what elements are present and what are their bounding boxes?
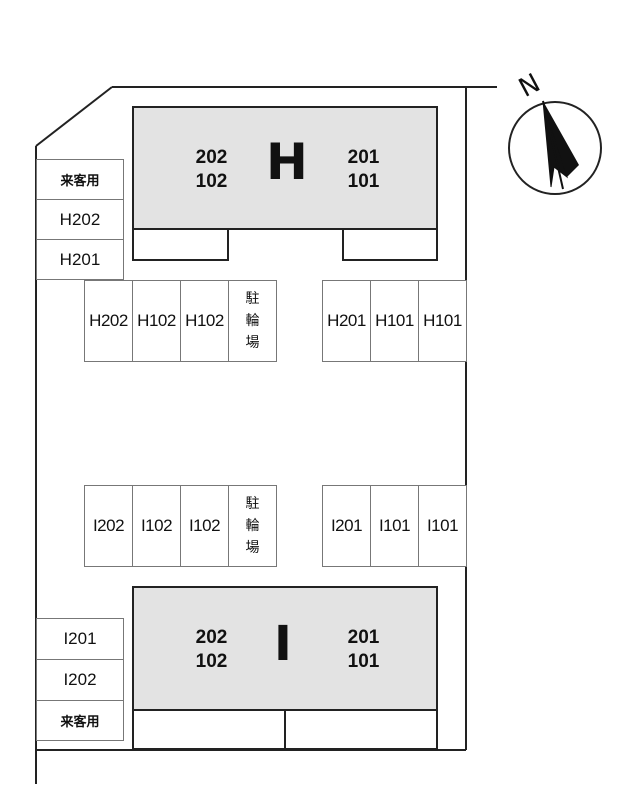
north-arrow-icon [508, 100, 602, 195]
compass: N [505, 65, 605, 197]
parking-slot-i-right-1: I201 [322, 485, 371, 567]
building-i-annex-left [132, 709, 286, 750]
bicycle-parking-char: 駐 [245, 496, 260, 512]
bicycle-parking-char: 場 [245, 335, 260, 351]
unit-number: 202 [195, 147, 228, 168]
parking-slot-h-right-2: H101 [370, 280, 419, 362]
building-i-letter: I [274, 616, 292, 672]
parking-slot-h-left-3: H102 [180, 280, 229, 362]
bicycle-parking-h: 駐 輪 場 [228, 280, 277, 362]
building-h-letter: H [266, 133, 308, 191]
parking-slot-i-right-2: I101 [370, 485, 419, 567]
building-h: 202 102 H 201 101 [132, 106, 438, 230]
bicycle-parking-i: 駐 輪 場 [228, 485, 277, 567]
parking-slot-h-right-3: H101 [418, 280, 467, 362]
bicycle-parking-char: 場 [245, 540, 260, 556]
unit-number: 201 [347, 627, 380, 648]
bicycle-parking-char: 輪 [245, 313, 260, 329]
bicycle-parking-char: 駐 [245, 291, 260, 307]
bicycle-parking-char: 輪 [245, 518, 260, 534]
building-i-left-units: 202 102 [184, 626, 239, 674]
parking-slot-i201-side: I201 [36, 618, 124, 660]
visitor-parking-bottom: 来客用 [36, 700, 124, 741]
unit-number: 102 [195, 651, 228, 672]
parking-slot-i-left-1: I202 [84, 485, 133, 567]
parking-slot-h-left-2: H102 [132, 280, 181, 362]
parking-slot-h-right-1: H201 [322, 280, 371, 362]
building-h-left-units: 202 102 [184, 146, 239, 194]
parking-slot-h202-side: H202 [36, 199, 124, 240]
building-i: 202 102 I 201 101 [132, 586, 438, 711]
unit-number: 201 [347, 147, 380, 168]
parking-slot-h201-side: H201 [36, 239, 124, 280]
parking-slot-i202-side: I202 [36, 659, 124, 701]
building-i-annex-right [284, 709, 438, 750]
parking-slot-i-left-2: I102 [132, 485, 181, 567]
parking-slot-h-left-1: H202 [84, 280, 133, 362]
unit-number: 102 [195, 171, 228, 192]
unit-number: 202 [195, 627, 228, 648]
unit-number: 101 [347, 651, 380, 672]
visitor-parking-top: 来客用 [36, 159, 124, 200]
building-i-right-units: 201 101 [336, 626, 391, 674]
building-h-annex-right [342, 228, 438, 261]
building-h-annex-left [132, 228, 229, 261]
parking-slot-i-right-3: I101 [418, 485, 467, 567]
parking-slot-i-left-3: I102 [180, 485, 229, 567]
building-h-right-units: 201 101 [336, 146, 391, 194]
unit-number: 101 [347, 171, 380, 192]
